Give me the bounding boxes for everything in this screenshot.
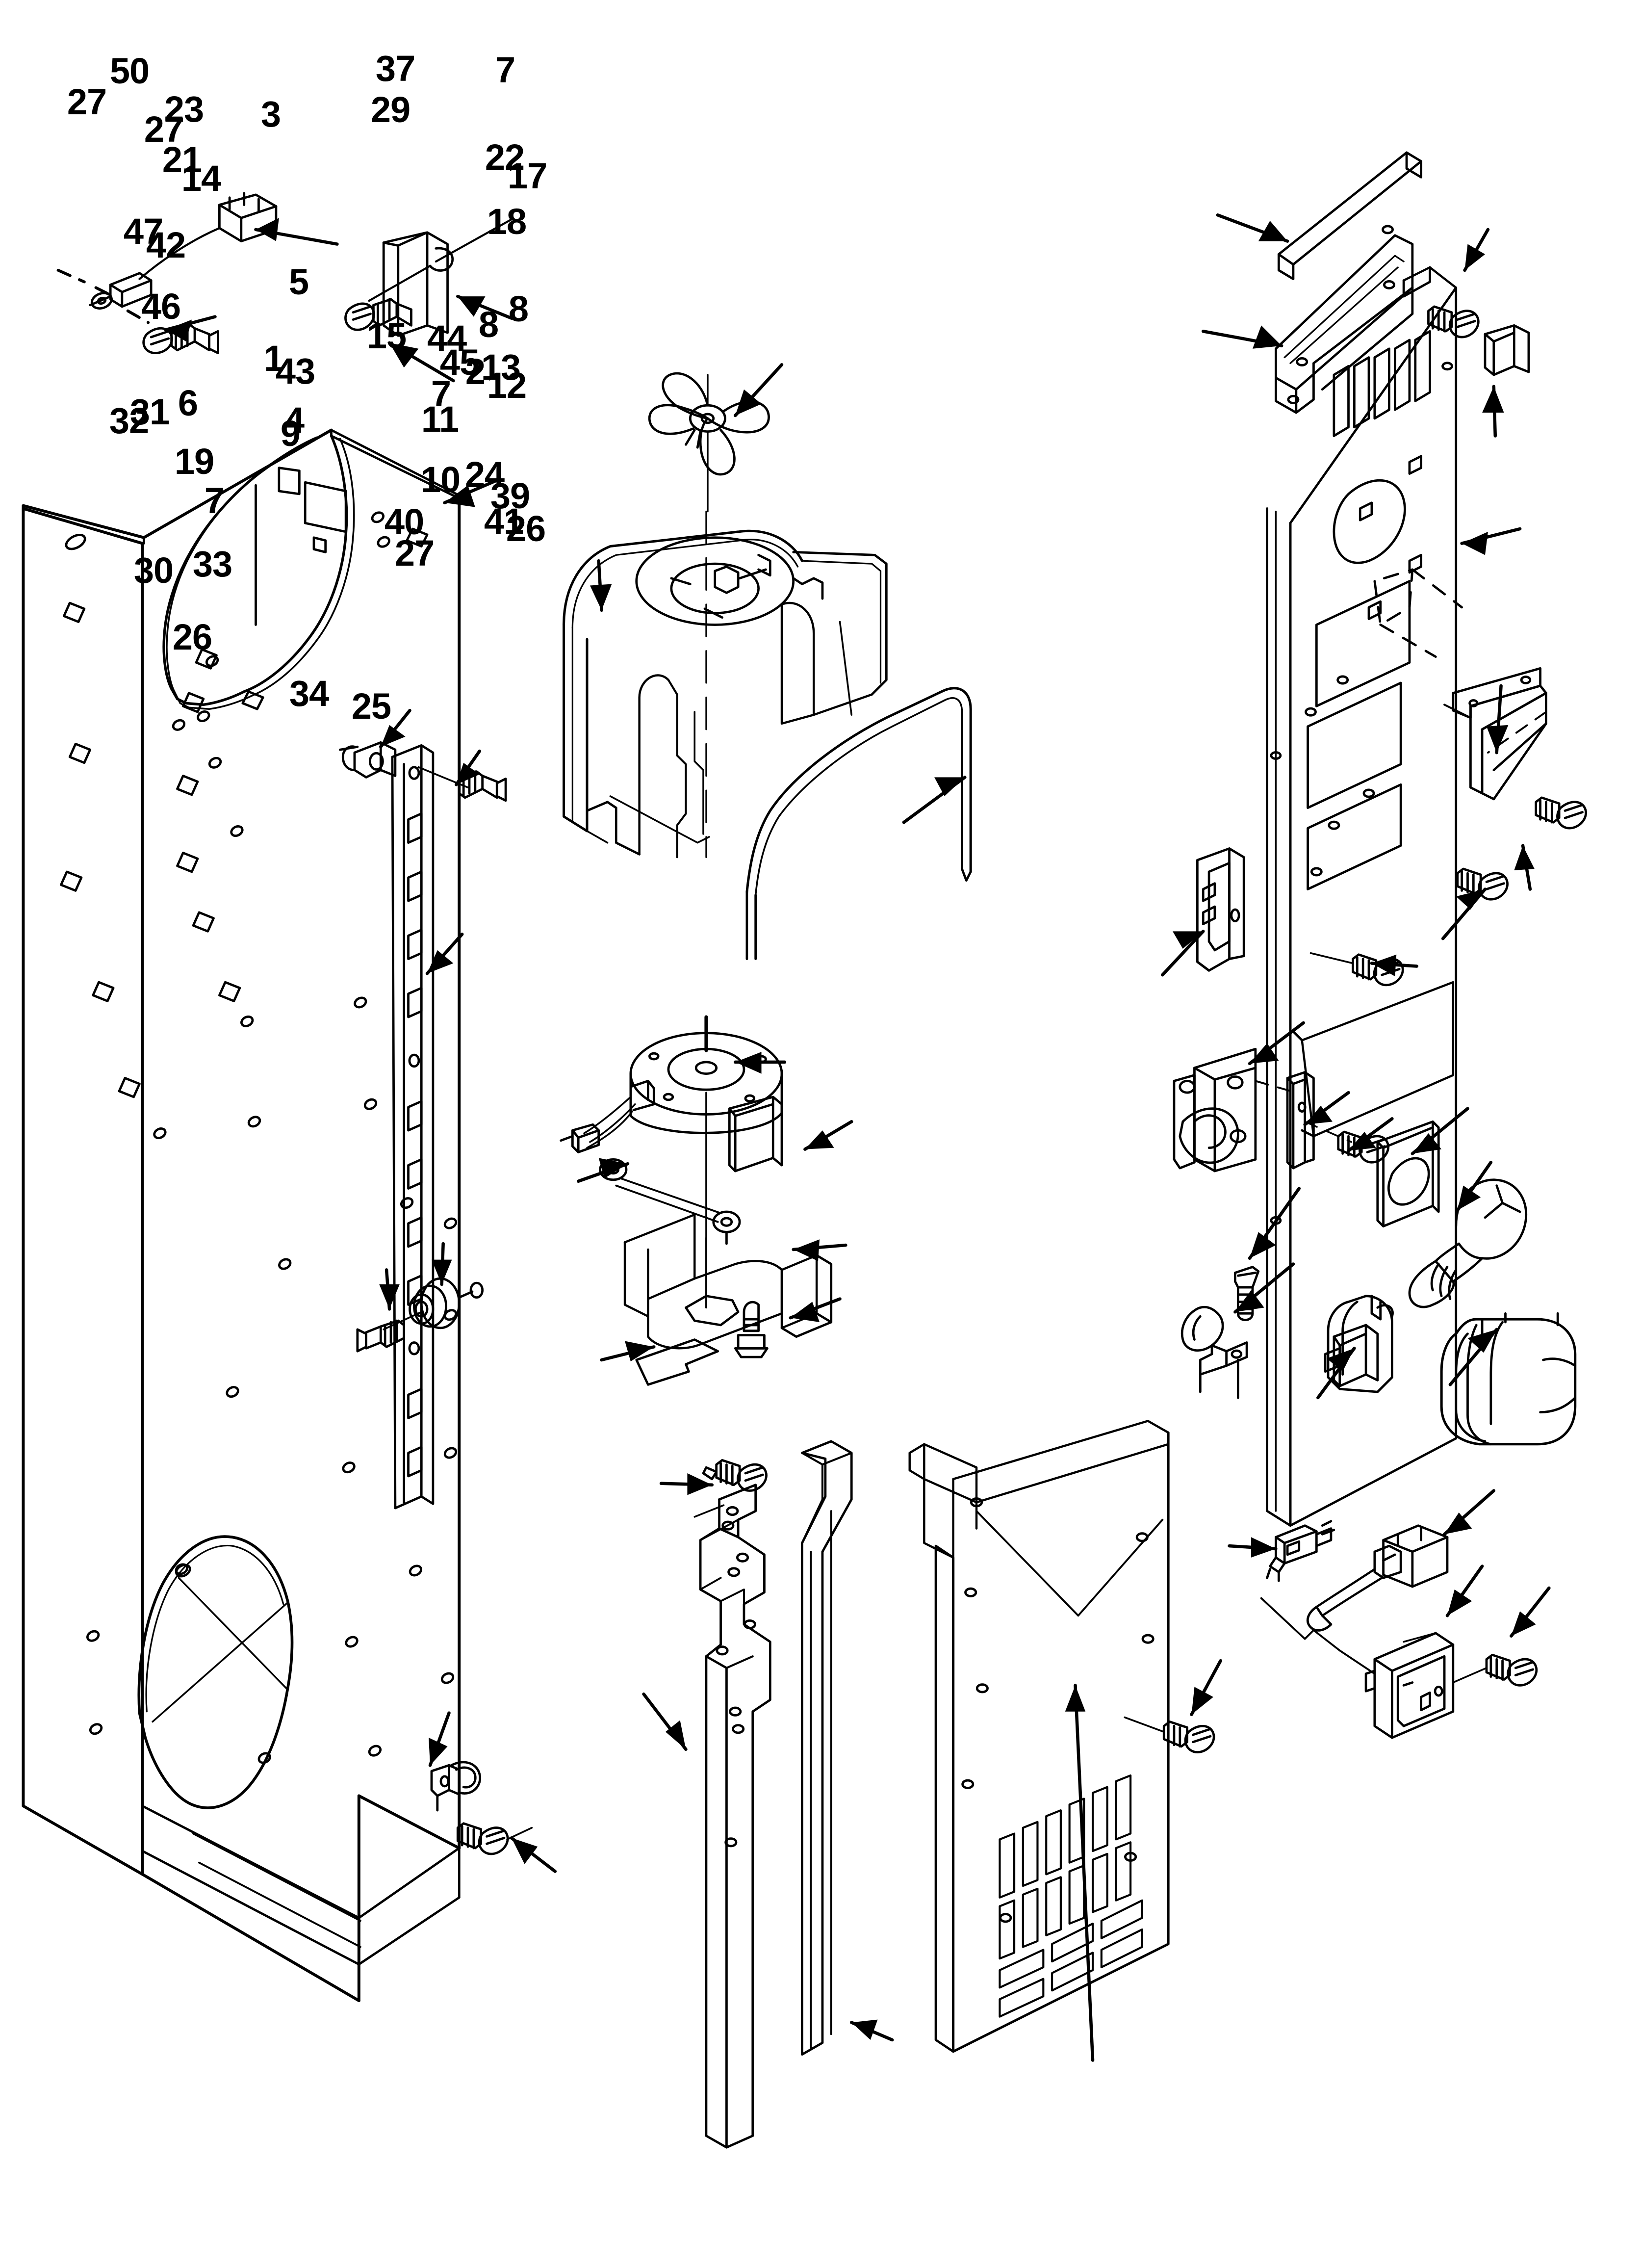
part-19-tape [635, 1338, 719, 1386]
part-43-foam-pad [728, 1095, 783, 1173]
callout-label-29: 29 [370, 89, 410, 130]
part-33-hinge-arm [693, 1484, 771, 2149]
part-7b-screw [1234, 1266, 1260, 1321]
part-14-fan-shroud [563, 510, 888, 859]
callout-label-42: 42 [146, 225, 186, 265]
part-3-fan-blade [648, 372, 770, 513]
callout-label-41: 41 [484, 501, 524, 542]
callout-label-27c: 27 [394, 533, 435, 574]
callout-label-31: 31 [129, 391, 170, 432]
part-47-clip [338, 741, 397, 779]
part-4-motor-bracket [623, 1213, 833, 1350]
callout-label-18: 18 [487, 201, 527, 242]
callout-arrows [164, 213, 1551, 2062]
callout-label-33: 33 [192, 544, 232, 584]
part-22-plug-button [1484, 324, 1530, 376]
callout-label-12: 12 [487, 365, 527, 406]
part-17-side-panel [1266, 266, 1463, 1527]
callout-label-47: 47 [123, 211, 163, 252]
callout-label-8c: 8 [478, 304, 499, 345]
part-26b-screw [1452, 1653, 1538, 1687]
callout-label-3: 3 [260, 94, 281, 134]
callout-label-5: 5 [288, 261, 309, 302]
part-26a-screw [456, 1822, 533, 1855]
part-41-thermostat [1260, 1597, 1455, 1739]
callout-label-24: 24 [464, 454, 505, 495]
callout-label-50: 50 [109, 51, 150, 91]
callout-label-8a: 8 [508, 288, 529, 329]
callout-label-10: 10 [420, 459, 461, 500]
callout-label-17: 17 [507, 156, 547, 196]
callout-label-27a: 27 [67, 81, 107, 122]
callout-label-25: 25 [351, 686, 391, 727]
part-31-roller [409, 1277, 484, 1330]
part-34-trim-rail [801, 1440, 853, 2056]
part-30-clip [430, 1761, 482, 1812]
callout-label-15: 15 [366, 315, 407, 356]
part-29-hinge-cover [1274, 225, 1414, 414]
part-7a-screw [1427, 305, 1480, 339]
part-39-harness-lead [1306, 1524, 1449, 1632]
callout-label-44: 44 [427, 318, 467, 359]
callout-label-11: 11 [421, 399, 459, 440]
part-32-screw [356, 1311, 422, 1353]
part-8a-screw [1535, 796, 1587, 830]
part-24-light-shield [1440, 1312, 1577, 1446]
callout-label-40: 40 [384, 501, 424, 542]
callout-label-14: 14 [181, 158, 221, 199]
part-13-lens-cover [1376, 1120, 1440, 1227]
part-44-hinge-plate [1173, 1047, 1297, 1173]
callout-label-1: 1 [263, 338, 284, 379]
callout-label-26a: 26 [172, 617, 212, 657]
callout-label-27b: 27 [144, 109, 184, 150]
callout-label-23: 23 [164, 89, 204, 130]
callout-label-43: 43 [275, 351, 315, 391]
callout-label-7a: 7 [495, 50, 515, 90]
part-40-terminal-clip [1266, 1520, 1335, 1582]
part-27b-screw [344, 298, 412, 331]
callout-label-7c: 7 [204, 480, 225, 521]
callout-label-4: 4 [284, 400, 305, 441]
callout-label-34: 34 [289, 673, 329, 714]
callout-label-21: 21 [162, 139, 202, 180]
part-7c-screw [702, 1459, 768, 1492]
callout-label-7b: 7 [431, 373, 451, 414]
callout-label-26b: 26 [506, 508, 546, 549]
callout-label-46: 46 [141, 286, 181, 327]
part-37-trim-strip [1277, 151, 1423, 280]
callout-label-6: 6 [178, 383, 198, 423]
part-50-harness [56, 192, 278, 324]
part-25-vent-panel [908, 1420, 1170, 2053]
callout-label-13: 13 [481, 347, 521, 388]
callout-label-19: 19 [174, 441, 214, 482]
part-11-wire-clamp [1180, 1305, 1248, 1399]
callout-label-32: 32 [109, 400, 149, 441]
callout-label-8b: 8 [478, 304, 499, 345]
callout-label-2: 2 [465, 351, 486, 392]
part-15-door-stop [1196, 847, 1245, 972]
part-10-light-socket [1324, 1295, 1394, 1393]
part-9-screw [734, 1301, 769, 1358]
callout-label-39: 39 [490, 475, 530, 516]
callout-label-9: 9 [280, 413, 301, 454]
part-5-drain-loop [745, 687, 972, 961]
callout-label-22: 22 [485, 137, 525, 178]
callout-label-45: 45 [439, 342, 480, 383]
part-46-shelf-rail [391, 744, 435, 1510]
callout-label-37: 37 [375, 48, 415, 89]
part-21-cabinet [22, 428, 461, 2003]
part-6-ground-strap [599, 1158, 741, 1245]
callout-label-30: 30 [133, 550, 174, 591]
